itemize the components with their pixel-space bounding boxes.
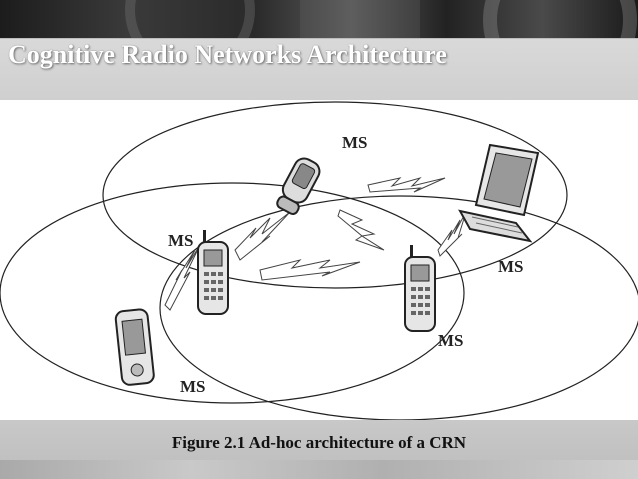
mobile-phone-icon-right [404,245,436,332]
decorative-banner [0,0,638,38]
laptop-icon [458,143,540,243]
ms-label-flip-phone: MS [342,133,368,152]
wireless-link-icon [367,176,446,193]
ms-label-mobile-left: MS [168,231,194,250]
ms-label-laptop: MS [498,257,524,276]
title-bar [0,38,638,101]
pda-icon [114,308,155,386]
flip-phone-icon [276,157,321,215]
footer-strip [0,460,638,479]
wireless-link-icon [437,211,467,257]
wireless-link-icon [234,211,291,261]
figure-caption: Figure 2.1 Ad-hoc architecture of a CRN [171,433,467,452]
wireless-link-icon [259,259,361,281]
ms-label-mobile-right: MS [438,331,464,350]
coverage-ellipse-left [0,182,465,404]
slide-title: Cognitive Radio Networks Architecture [8,40,447,69]
coverage-ellipse-top [102,101,568,289]
ms-label-pda: MS [180,377,206,396]
wireless-link-icon [337,209,385,251]
coverage-ellipse-right [159,195,638,421]
mobile-phone-icon-left [197,230,229,315]
wireless-link-icon [164,244,201,311]
crn-diagram: MS MS MS MS MS [0,100,638,421]
diagram-canvas: MS MS MS MS MS [0,101,638,421]
banner-texture [125,0,637,38]
